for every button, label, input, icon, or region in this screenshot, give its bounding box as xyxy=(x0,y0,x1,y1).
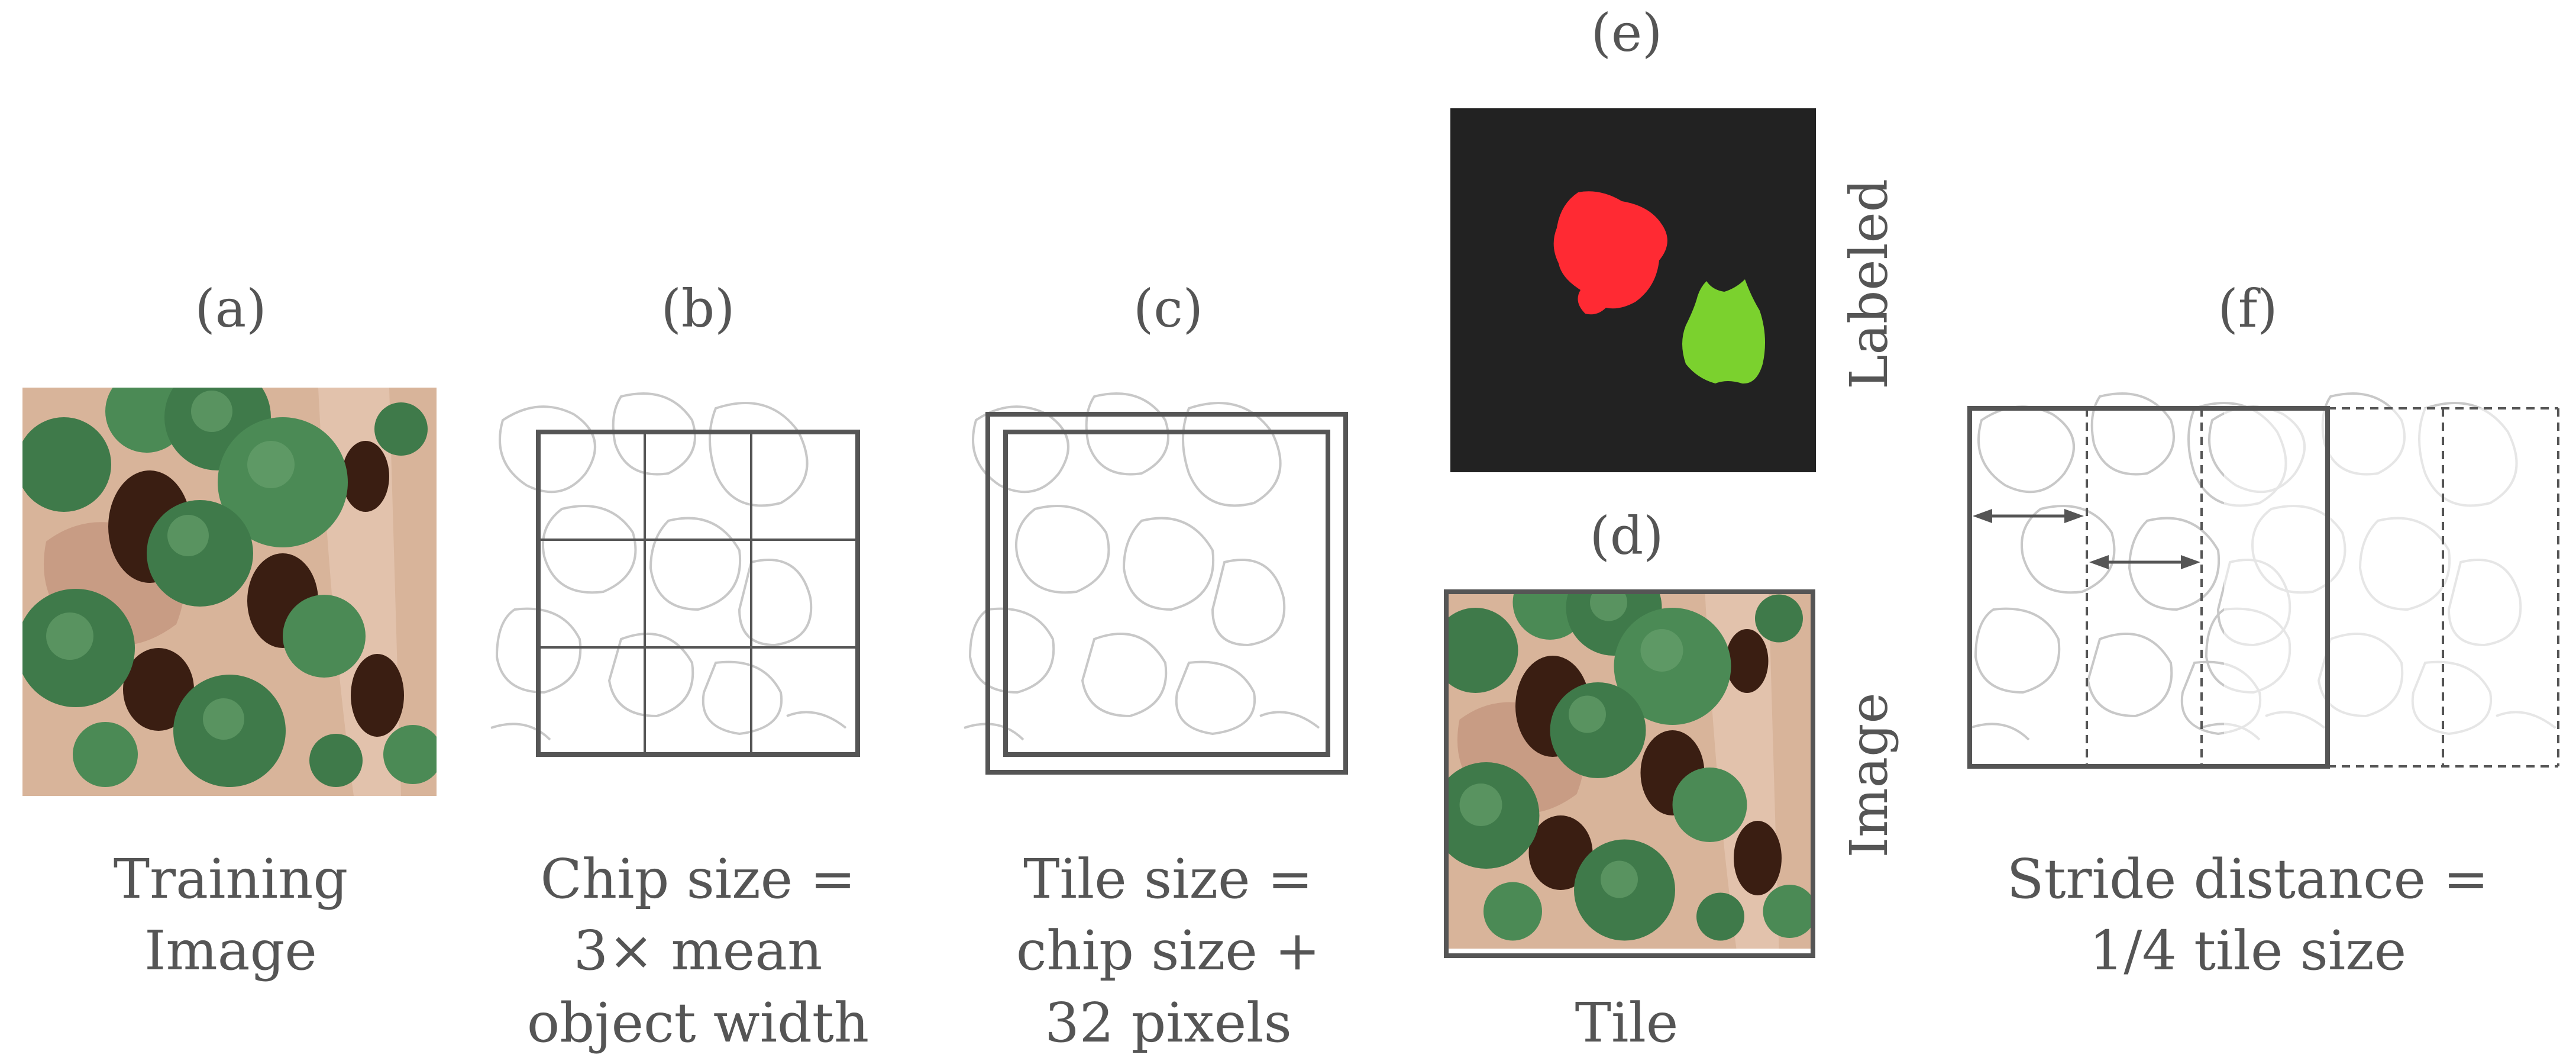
caption-line: 1/4 tile size xyxy=(2089,919,2407,983)
stride-arrow xyxy=(1973,509,2084,523)
panel-a-label: (a) xyxy=(195,278,267,339)
stride-arrow xyxy=(2089,555,2200,569)
caption-line: 3× mean xyxy=(573,919,823,983)
image-tile xyxy=(1444,589,1815,958)
panel-c-caption: Tile size = chip size + 32 pixels xyxy=(961,843,1375,1059)
tile-buffer-diagram xyxy=(963,392,1348,775)
panel-a-caption: Training Image xyxy=(24,843,438,987)
caption-line: Chip size = xyxy=(540,847,856,911)
chip-inner-frame xyxy=(1003,430,1330,757)
labeled-tile xyxy=(1450,108,1816,472)
panel-d-caption: Tile xyxy=(1449,987,1804,1059)
caption-line: object width xyxy=(526,991,870,1055)
chip-grid-diagram xyxy=(490,392,860,757)
panel-d-label: (d) xyxy=(1589,505,1664,566)
caption-line: chip size + xyxy=(1016,919,1321,983)
chip-grid-frame xyxy=(536,430,860,757)
stride-diagram xyxy=(1967,392,2559,775)
green-object-mask xyxy=(1682,279,1765,384)
panel-c-label: (c) xyxy=(1133,278,1203,339)
training-image xyxy=(22,388,437,796)
red-object-mask xyxy=(1553,191,1667,315)
panel-b-label: (b) xyxy=(661,278,735,339)
panel-e-label: (e) xyxy=(1591,2,1663,63)
panel-b-caption: Chip size = 3× mean object width xyxy=(491,843,905,1059)
tile-outer-frame xyxy=(985,412,1348,775)
caption-line: Training xyxy=(113,847,348,911)
caption-line: Tile xyxy=(1575,991,1679,1055)
caption-line: 32 pixels xyxy=(1045,991,1292,1055)
caption-line: Tile size = xyxy=(1023,847,1313,911)
caption-line: Stride distance = xyxy=(2006,847,2489,911)
current-tile-frame xyxy=(1967,406,2330,769)
caption-line: Image xyxy=(144,919,317,983)
panel-f-label: (f) xyxy=(2218,278,2278,339)
panel-f-caption: Stride distance = 1/4 tile size xyxy=(1982,843,2514,987)
